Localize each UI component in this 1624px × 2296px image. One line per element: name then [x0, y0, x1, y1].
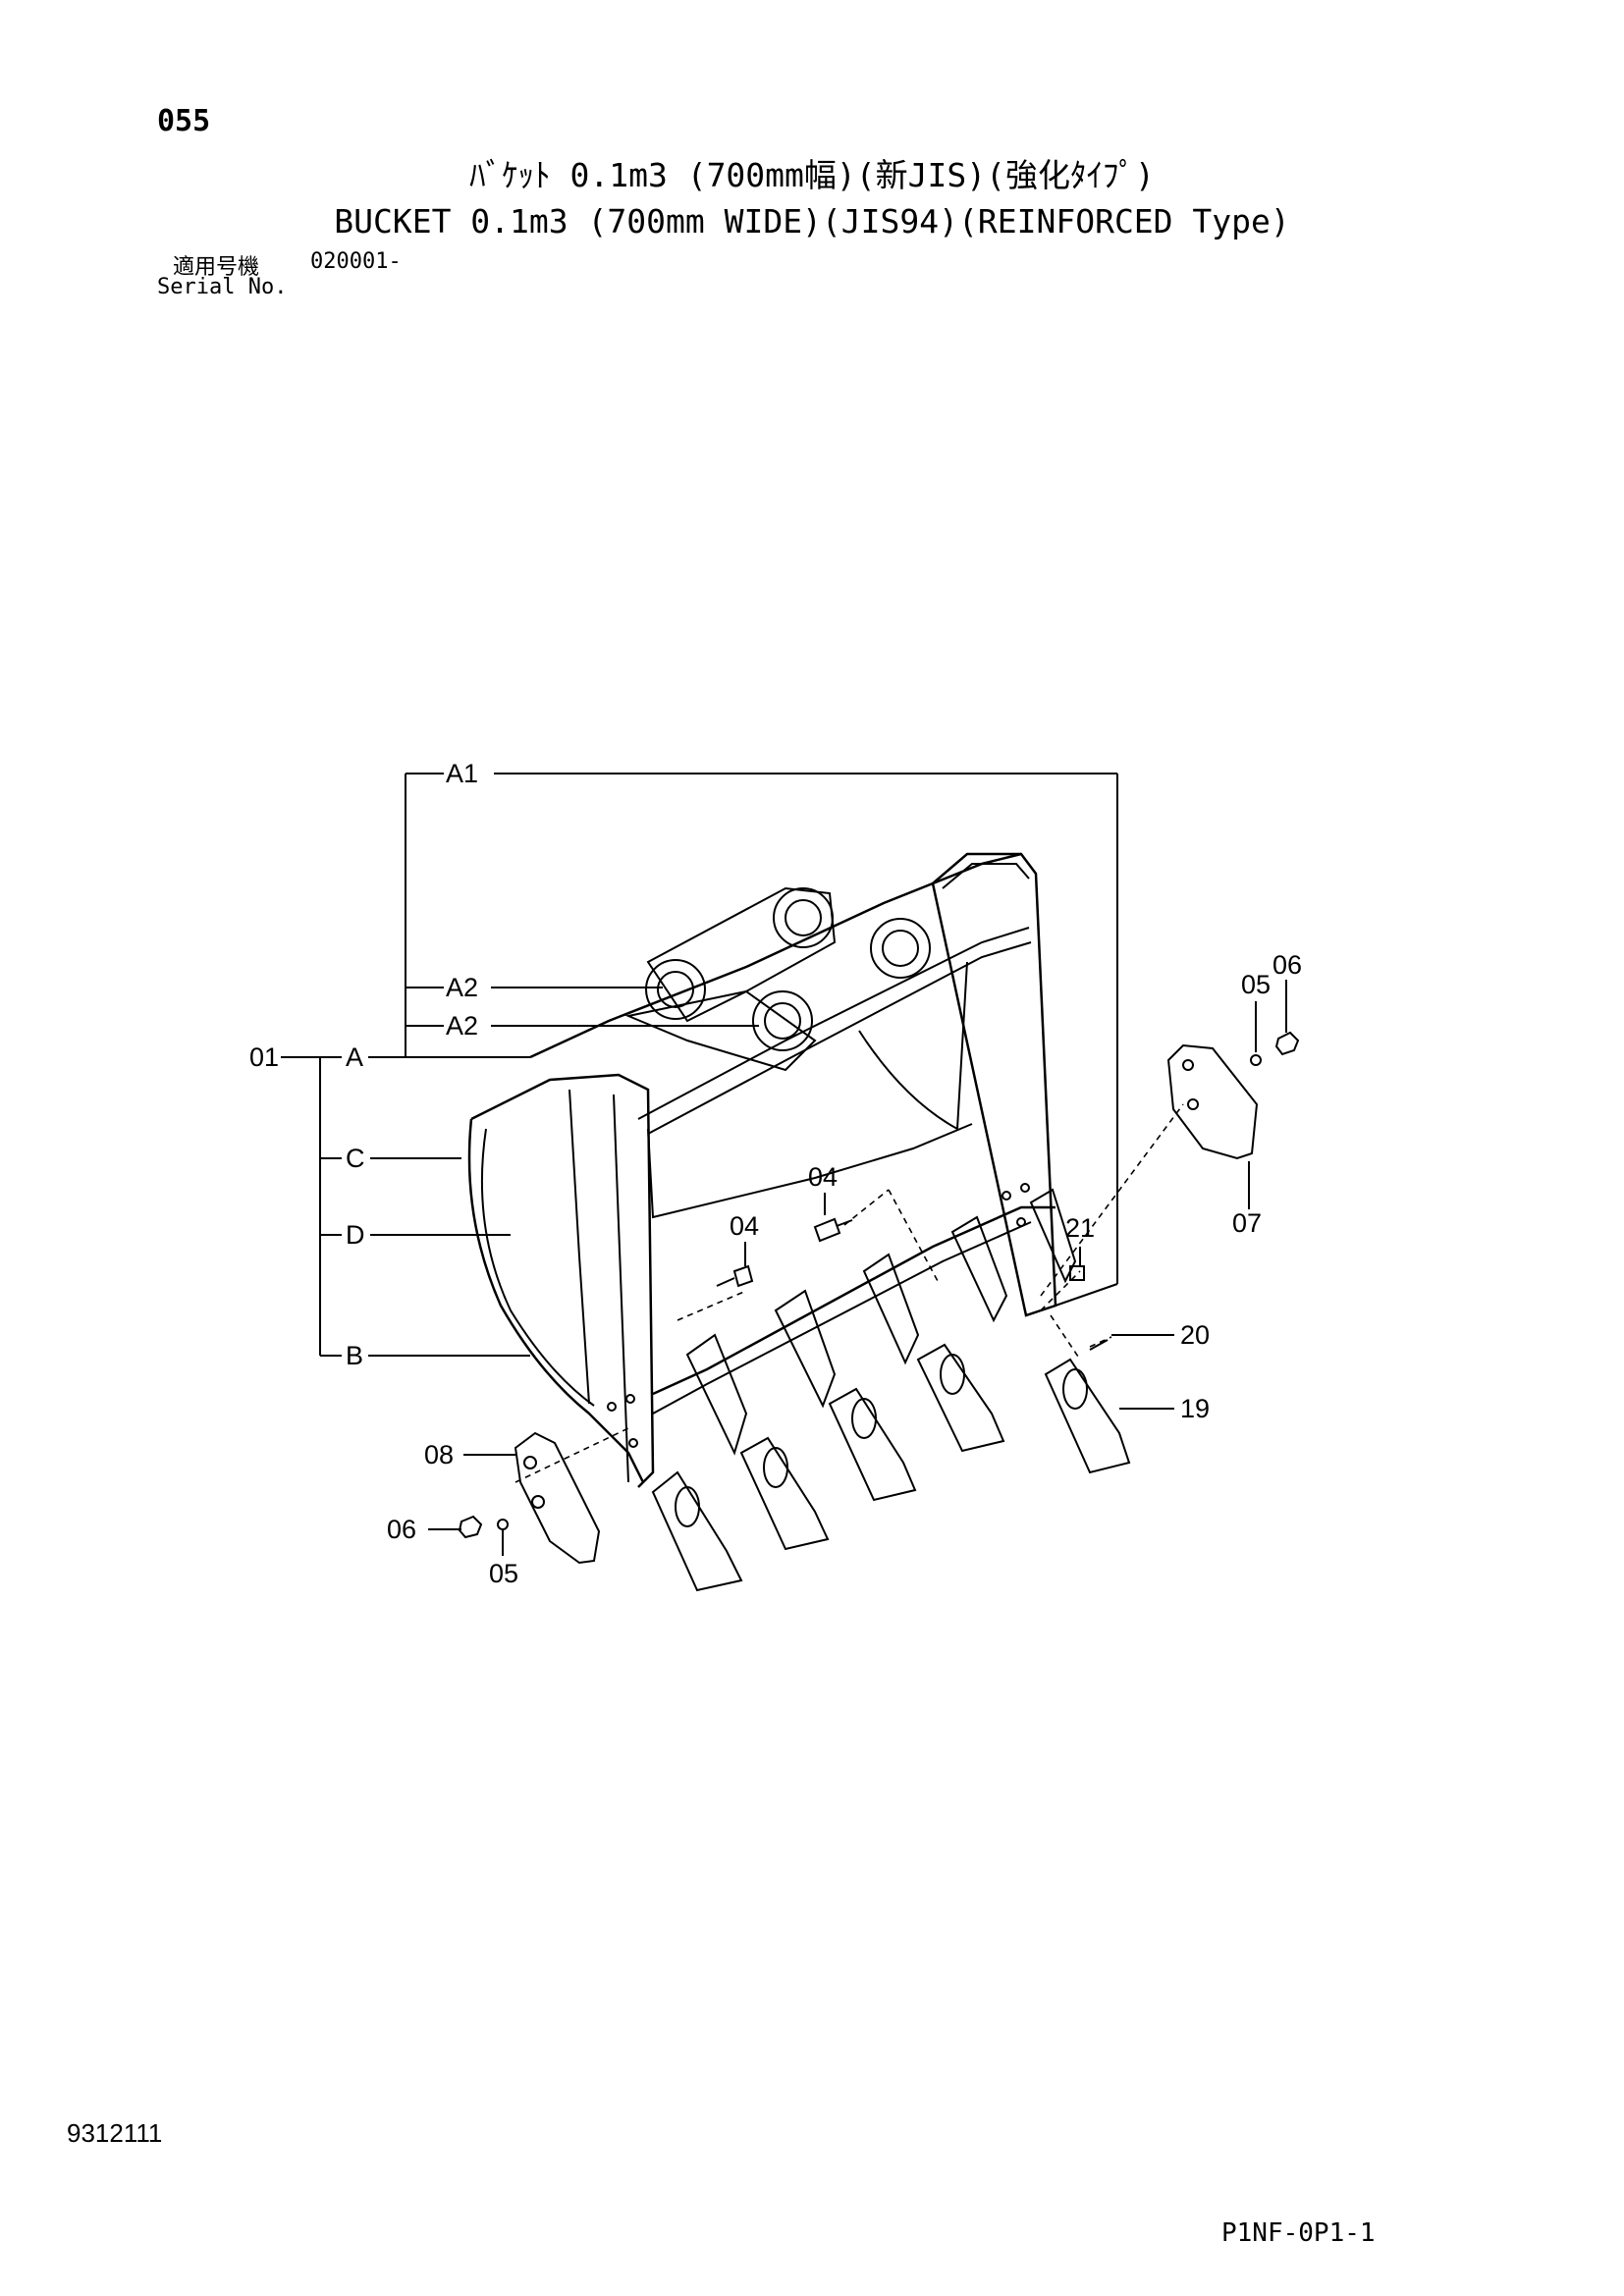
- document-number: 9312111: [67, 2118, 163, 2148]
- callout-b: B: [346, 1341, 363, 1370]
- callout-04-upper: 04: [808, 1162, 838, 1192]
- callout-05-right: 05: [1241, 970, 1271, 999]
- callout-06-right: 06: [1272, 950, 1302, 980]
- reference-code: P1NF-0P1-1: [1221, 2218, 1376, 2248]
- title-japanese: ﾊﾞｹｯﾄ 0.1m3 (700mm幅)(新JIS)(強化ﾀｲﾌﾟ): [469, 156, 1155, 194]
- page-number: 055: [157, 104, 211, 138]
- callout-08: 08: [424, 1440, 454, 1469]
- callout-19: 19: [1180, 1394, 1210, 1423]
- title-english: BUCKET 0.1m3 (700mm WIDE)(JIS94)(REINFOR…: [334, 202, 1290, 240]
- serial-label-english: Serial No.: [157, 275, 288, 299]
- callout-d: D: [346, 1220, 365, 1250]
- callout-21: 21: [1065, 1213, 1095, 1243]
- callout-01: 01: [249, 1042, 279, 1072]
- callout-a2-lower: A2: [446, 1011, 478, 1041]
- callout-05-left: 05: [489, 1559, 518, 1588]
- callout-07: 07: [1232, 1208, 1262, 1238]
- callout-20: 20: [1180, 1320, 1210, 1350]
- callout-04-lower: 04: [730, 1211, 759, 1241]
- callout-a2-upper: A2: [446, 973, 478, 1002]
- serial-label-japanese: 適用号機: [173, 255, 260, 280]
- serial-value: 020001-: [310, 249, 402, 274]
- callout-a1: A1: [446, 759, 478, 788]
- callout-c: C: [346, 1144, 365, 1173]
- callout-06-left: 06: [387, 1515, 416, 1544]
- callout-a: A: [346, 1042, 363, 1072]
